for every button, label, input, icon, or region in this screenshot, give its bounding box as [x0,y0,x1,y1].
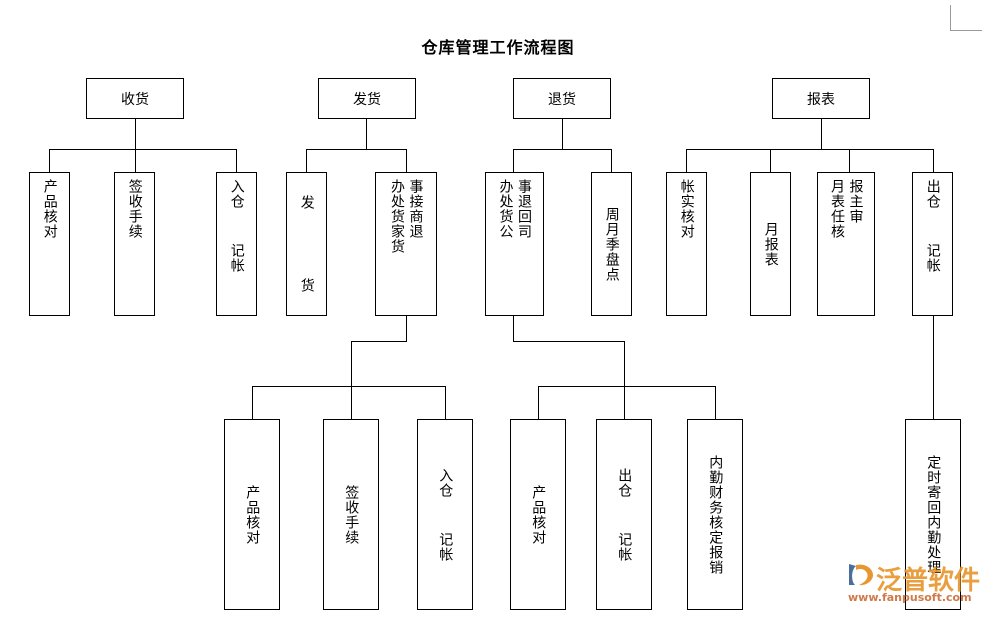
node-outstore-record-reports[interactable]: 出仓 记帐 [912,172,953,316]
node-sign-receipt-shipping[interactable]: 签收手续 [323,419,379,610]
node-ship-goods[interactable]: 发 货 [286,172,327,316]
node-scheduled-mail-back[interactable]: 定时寄回内勤处理 [905,419,961,610]
node-label-col-1: 定时寄回内勤处理 [925,454,942,575]
fanpu-logo-icon [849,564,873,586]
node-label-col-1: 事接商退 [407,179,424,239]
connector-shipping-drop-1 [306,149,307,172]
connector-shipping-sub-drop [351,341,352,386]
node-label-col-2: 月表任核 [829,179,845,239]
connector-shipping-sub-drop-1 [252,386,253,419]
connector-receiving-stem [135,119,136,149]
connector-returns-bus [513,149,611,150]
node-finance-reimbursement[interactable]: 内勤财务核定报销 [687,419,743,610]
node-reports[interactable]: 报表 [772,78,870,119]
node-label-col-1: 内勤财务核定报销 [707,454,724,575]
connector-returns-sub-stem [513,316,514,341]
connector-returns-sub-jog [513,341,624,342]
node-label-col-1: 出仓 记帐 [616,467,633,562]
node-returns[interactable]: 退货 [513,78,611,119]
node-label-col-2: 办处货公 [497,179,514,239]
node-sign-receipt-receiving[interactable]: 签收手续 [114,172,155,316]
node-label-col-1: 发 货 [298,195,315,293]
node-label-col-1: 报主审 [847,179,864,224]
node-label-col-1: 签收手续 [343,484,360,545]
node-label-col-2: 办处货家货 [389,179,405,254]
connector-reports-stem [821,119,822,149]
connector-reports-sub-stem [933,316,934,419]
connector-shipping-sub-bus [252,386,445,387]
connector-returns-drop-1 [513,149,514,172]
node-label-col-1: 帐实核对 [678,179,695,239]
crop-mark-horizontal [950,30,982,31]
node-label-col-1: 产品核对 [244,484,261,545]
connector-shipping-drop-2 [406,149,407,172]
node-label-col-1: 出仓 记帐 [924,179,941,273]
connector-returns-sub-drop-2 [624,386,625,419]
node-handle-merchant-return[interactable]: 事接商退 办处货家货 [375,172,437,316]
connector-reports-drop-3 [849,149,850,172]
connector-reports-bus [686,149,933,150]
connector-returns-sub-drop-1 [538,386,539,419]
connector-returns-sub-drop-3 [715,386,716,419]
node-product-check-receiving[interactable]: 产品核对 [29,172,70,316]
node-instore-record-receiving[interactable]: 入仓 记帐 [216,172,257,316]
node-label-col-1: 入仓 记帐 [437,467,454,562]
connector-reports-drop-4 [933,149,934,172]
connector-receiving-bus [49,149,236,150]
node-receiving[interactable]: 收货 [86,78,184,119]
connector-reports-drop-2 [770,149,771,172]
node-returns-label: 退货 [548,91,576,108]
node-report-approval[interactable]: 报主审 月表任核 [817,172,875,316]
node-periodic-stocktake[interactable]: 周月季盘点 [591,172,632,316]
connector-returns-sub-bus [538,386,715,387]
node-label-col-1: 月报表 [762,221,779,267]
connector-shipping-sub-drop-3 [445,386,446,419]
node-product-check-shipping[interactable]: 产品核对 [224,419,280,610]
node-account-reconciliation[interactable]: 帐实核对 [666,172,707,316]
page-title: 仓库管理工作流程图 [421,38,575,57]
connector-shipping-sub-drop-2 [351,386,352,419]
node-shipping-label: 发货 [353,91,381,108]
node-label-col-1: 入仓 记帐 [228,179,245,273]
node-product-check-returns[interactable]: 产品核对 [510,419,566,610]
connector-receiving-drop-2 [135,149,136,172]
connector-returns-stem [562,119,563,149]
crop-mark [950,5,982,31]
node-instore-record-shipping[interactable]: 入仓 记帐 [417,419,473,610]
node-label-col-1: 周月季盘点 [603,206,620,282]
connector-receiving-drop-3 [236,149,237,172]
connector-shipping-sub-jog [351,341,407,342]
connector-shipping-bus [306,149,406,150]
node-reports-label: 报表 [807,91,835,108]
connector-returns-drop-2 [611,149,612,172]
node-label-col-1: 事退回司 [516,179,533,239]
node-label-col-1: 签收手续 [126,179,143,239]
node-handle-return-to-company[interactable]: 事退回司 办处货公 [485,172,544,316]
node-monthly-report[interactable]: 月报表 [750,172,791,316]
connector-reports-drop-1 [686,149,687,172]
node-label-col-1: 产品核对 [530,484,547,545]
connector-shipping-stem [366,119,367,149]
node-label-col-1: 产品核对 [41,179,58,239]
crop-mark-vertical [950,5,951,31]
connector-returns-sub-drop [624,341,625,386]
connector-receiving-drop-1 [49,149,50,172]
node-shipping[interactable]: 发货 [318,78,416,119]
connector-shipping-sub-stem [406,316,407,341]
node-receiving-label: 收货 [121,91,149,108]
node-outstore-record-returns[interactable]: 出仓 记帐 [596,419,652,610]
